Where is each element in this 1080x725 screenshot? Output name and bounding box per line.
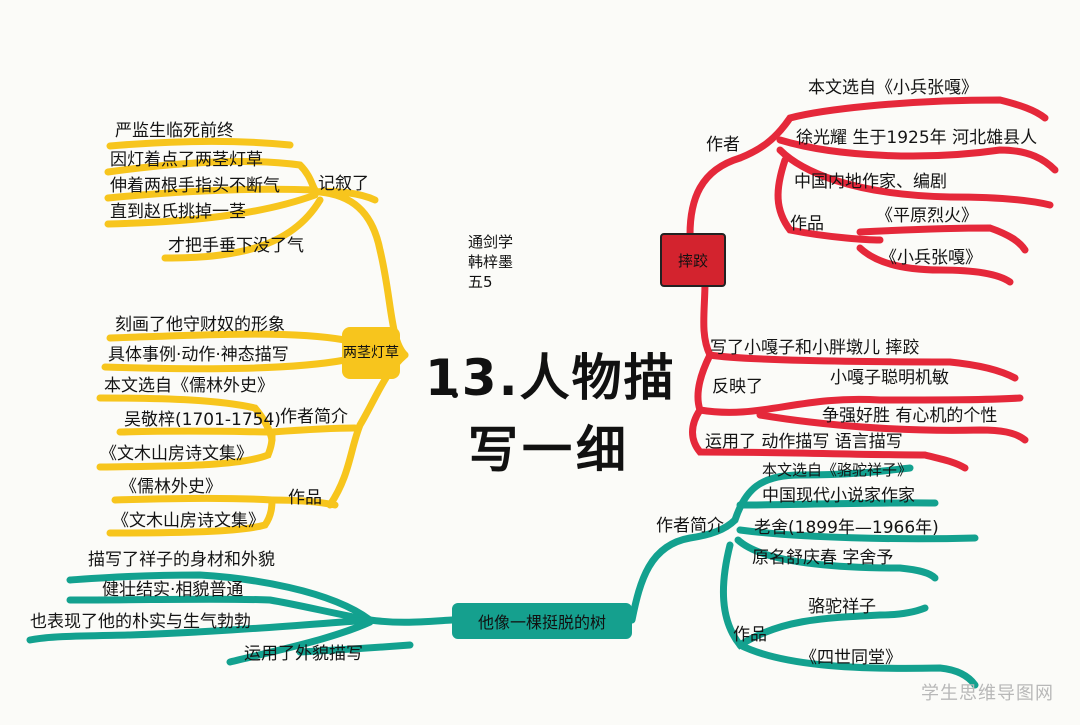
character-text: 刻画了他守财奴的形象 (115, 315, 285, 335)
recorded-label: 记叙了 (318, 174, 369, 194)
student-line3: 五5 (468, 273, 493, 291)
author-works-item: 《小兵张嘎》 (880, 248, 982, 268)
wrote-text: 写了小嘎子和小胖墩儿 摔跤 (710, 338, 920, 358)
teal-author-intro-item: 中国现代小说家作家 (762, 486, 915, 506)
teal-author-intro-label: 作者简介 (656, 516, 724, 536)
yellow-topic-node: 两茎灯草 (342, 327, 400, 379)
recorded-item: 才把手垂下没了气 (168, 236, 304, 256)
author-intro-item: 本文选自《儒林外史》 (104, 376, 274, 396)
teal-topic-node: 他像一棵挺脱的树 (452, 603, 632, 639)
works-item: 《文木山房诗文集》 (112, 511, 265, 531)
watermark: 学生思维导图网 (921, 683, 1054, 704)
teal-author-intro-item: 本文选自《骆驼祥子》 (762, 461, 913, 479)
author-intro-label: 作者简介 (280, 407, 348, 427)
author-works-item: 《平原烈火》 (876, 206, 978, 226)
reflected-item: 小嘎子聪明机敏 (830, 368, 949, 388)
author-item: 本文选自《小兵张嘎》 (808, 78, 978, 98)
teal-left-item: 运用了外貌描写 (244, 644, 363, 664)
author-intro-item: 吴敬梓(1701-1754) (124, 410, 281, 430)
recorded-item: 因灯着点了两茎灯草 (110, 150, 263, 170)
technique-text: 具体事例·动作·神态描写 (108, 345, 289, 365)
author-works-label: 作品 (790, 214, 824, 234)
center-title-line2: 写一细 (468, 421, 630, 479)
works-item: 《儒林外史》 (120, 477, 222, 497)
reflected-item: 争强好胜 有心机的个性 (822, 406, 998, 426)
teal-left-item: 也表现了他的朴实与生气勃勃 (30, 612, 251, 632)
student-info: 通剑学 韩梓墨 五5 (468, 232, 513, 292)
teal-left-item: 健壮结实·相貌普通 (102, 580, 244, 600)
author-item: 中国内地作家、编剧 (794, 172, 947, 192)
works-label: 作品 (288, 488, 322, 508)
used-text: 运用了 动作描写 语言描写 (705, 432, 903, 452)
teal-works-label: 作品 (733, 625, 767, 645)
teal-author-intro-item: 原名舒庆春 字舍予 (752, 548, 894, 568)
teal-works-item: 骆驼祥子 (808, 597, 876, 617)
student-line2: 韩梓墨 (468, 253, 514, 271)
center-title-line1: 13.人物描 (425, 349, 676, 407)
teal-left-item: 描写了祥子的身材和外貌 (88, 550, 275, 570)
recorded-item: 伸着两根手指头不断气 (110, 176, 280, 196)
author-intro-item: 《文木山房诗文集》 (100, 444, 253, 464)
reflected-label: 反映了 (712, 377, 763, 397)
teal-author-intro-item: 老舍(1899年—1966年) (754, 518, 939, 538)
author-label: 作者 (706, 135, 740, 155)
red-topic-node: 摔跤 (660, 233, 726, 287)
teal-works-item: 《四世同堂》 (800, 648, 902, 668)
author-item: 徐光耀 生于1925年 河北雄县人 (796, 128, 1038, 148)
student-line1: 通剑学 (468, 233, 514, 251)
recorded-item: 严监生临死前终 (115, 121, 234, 141)
recorded-item: 直到赵氏挑掉一茎 (110, 202, 246, 222)
